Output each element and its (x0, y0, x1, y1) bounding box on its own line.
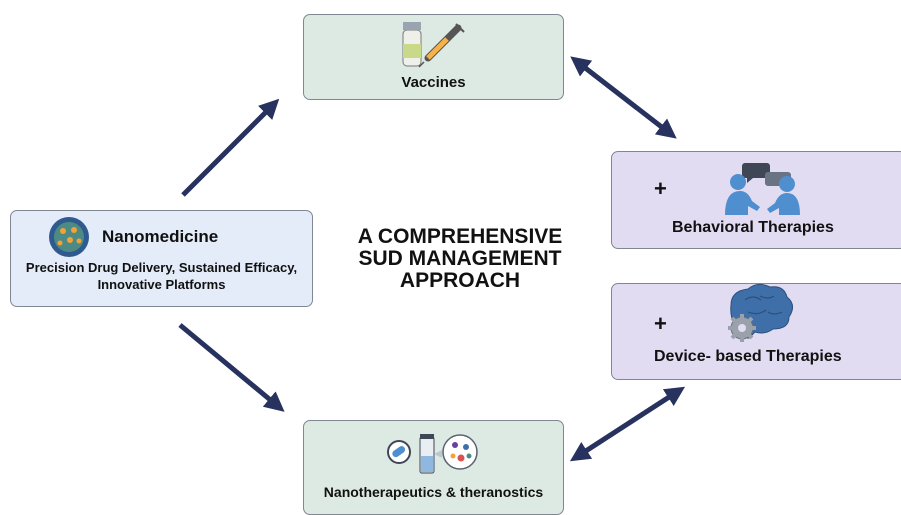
arrow-to-vaccines (181, 98, 280, 197)
behavioral-therapies-label: Behavioral Therapies (672, 219, 834, 236)
nanotherapeutics-label: Nanotherapeutics & theranostics (323, 484, 544, 500)
arrow-vaccines-behavioral (570, 56, 677, 139)
petri-dish-icon (49, 217, 89, 257)
center-title-line3: APPROACH (399, 269, 521, 292)
arrow-to-nanotherapeutics (178, 323, 285, 412)
device-therapies-label: Device- based Therapies (654, 348, 842, 365)
nanomedicine-description-line2: Innovative Platforms (97, 277, 226, 292)
nanomedicine-title: Nanomedicine (102, 227, 219, 246)
diagram-graphics (49, 22, 800, 474)
vaccine-syringe-icon (402, 22, 465, 68)
arrow-device-nanotherapeutics (569, 386, 686, 462)
nano-lab-icon (387, 434, 478, 474)
behavioral-plus-sign: + (654, 176, 667, 201)
device-plus-sign: + (654, 311, 667, 336)
center-title: A COMPREHENSIVE SUD MANAGEMENT APPROACH (330, 226, 590, 292)
center-title-line2: SUD MANAGEMENT (358, 247, 562, 270)
center-title-line1: A COMPREHENSIVE (357, 225, 563, 248)
nanomedicine-description-line1: Precision Drug Delivery, Sustained Effic… (25, 260, 298, 275)
vaccines-label: Vaccines (401, 74, 466, 91)
brain-gear-icon (728, 283, 793, 342)
people-talking-icon (725, 163, 800, 215)
